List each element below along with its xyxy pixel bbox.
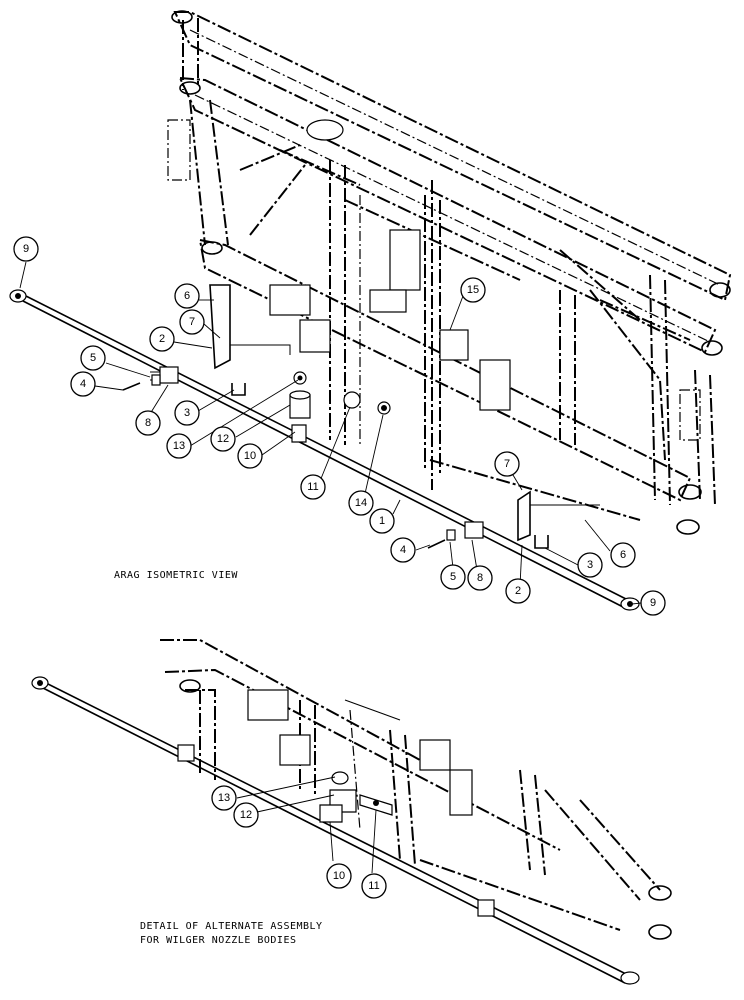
alt-leaders (236, 776, 377, 874)
alt-frame (160, 639, 672, 940)
svg-text:8: 8 (477, 572, 483, 584)
alternate-title-line2: FOR WILGER NOZZLE BODIES (140, 935, 297, 946)
isometric-view: 9 6 7 5 2 4 8 3 13 12 10 11 14 1 15 7 4 … (9, 10, 732, 616)
callout-3: 3 (174, 400, 200, 426)
callout-5b: 5 (440, 564, 466, 590)
callout-6: 6 (174, 283, 200, 309)
svg-text:2: 2 (159, 333, 165, 345)
check-valve (343, 391, 391, 415)
callout-4: 4 (70, 371, 96, 397)
svg-text:7: 7 (189, 316, 195, 328)
svg-text:11: 11 (368, 880, 379, 892)
svg-text:6: 6 (620, 549, 626, 561)
callout-7: 7 (179, 309, 205, 335)
callout-1: 1 (369, 508, 395, 534)
callout-8b: 8 (467, 565, 493, 591)
callout-9b: 9 (640, 590, 666, 616)
callout-5: 5 (80, 345, 106, 371)
callout-2b: 2 (505, 578, 531, 604)
alt-callout-10: 10 (326, 863, 352, 889)
boom-frame (167, 10, 732, 535)
callout-15: 15 (460, 277, 486, 303)
svg-text:10: 10 (333, 870, 345, 882)
svg-text:11: 11 (307, 481, 318, 493)
spray-pipe (9, 289, 640, 611)
alt-callouts: 13 12 10 11 (211, 785, 387, 899)
svg-text:6: 6 (184, 290, 190, 302)
alt-callout-11: 11 (361, 873, 387, 899)
callout-11: 11 (300, 474, 326, 500)
svg-text:7: 7 (504, 458, 510, 470)
alternate-assembly-view: 13 12 10 11 DETAIL OF ALTERNATE ASSEMBLY… (31, 639, 672, 985)
isometric-callouts: 9 6 7 5 2 4 8 3 13 12 10 11 14 1 15 7 4 … (13, 236, 666, 616)
svg-text:10: 10 (244, 450, 256, 462)
valve-cluster (269, 119, 511, 411)
isometric-leaders (19, 261, 642, 605)
callout-3b: 3 (577, 552, 603, 578)
alt-callout-12: 12 (233, 802, 259, 828)
svg-text:5: 5 (90, 352, 96, 364)
mount-hardware (122, 119, 600, 549)
svg-text:9: 9 (23, 243, 29, 255)
wilger-nozzle-body (319, 771, 393, 823)
callout-8: 8 (135, 410, 161, 436)
alt-spray-pipe (31, 676, 640, 985)
svg-text:12: 12 (217, 433, 229, 445)
svg-text:8: 8 (145, 417, 151, 429)
svg-text:4: 4 (400, 544, 406, 556)
callout-6b: 6 (610, 542, 636, 568)
alternate-title-line1: DETAIL OF ALTERNATE ASSEMBLY (140, 921, 323, 932)
callout-2: 2 (149, 326, 175, 352)
svg-text:3: 3 (587, 559, 593, 571)
svg-text:1: 1 (379, 515, 385, 527)
svg-text:15: 15 (467, 284, 479, 296)
callout-12: 12 (210, 426, 236, 452)
svg-text:13: 13 (218, 792, 230, 804)
callout-13: 13 (166, 433, 192, 459)
svg-text:9: 9 (650, 597, 656, 609)
svg-text:3: 3 (184, 407, 190, 419)
svg-text:14: 14 (355, 497, 367, 509)
callout-10: 10 (237, 443, 263, 469)
svg-text:2: 2 (515, 585, 521, 597)
svg-text:12: 12 (240, 809, 252, 821)
svg-text:13: 13 (173, 440, 185, 452)
callout-4b: 4 (390, 537, 416, 563)
svg-text:4: 4 (80, 378, 86, 390)
nozzle-body-left (289, 371, 311, 443)
isometric-view-title: ARAG ISOMETRIC VIEW (114, 570, 238, 581)
callout-7b: 7 (494, 451, 520, 477)
callout-14: 14 (348, 490, 374, 516)
callout-9: 9 (13, 236, 39, 262)
alt-callout-13: 13 (211, 785, 237, 811)
svg-text:5: 5 (450, 571, 456, 583)
